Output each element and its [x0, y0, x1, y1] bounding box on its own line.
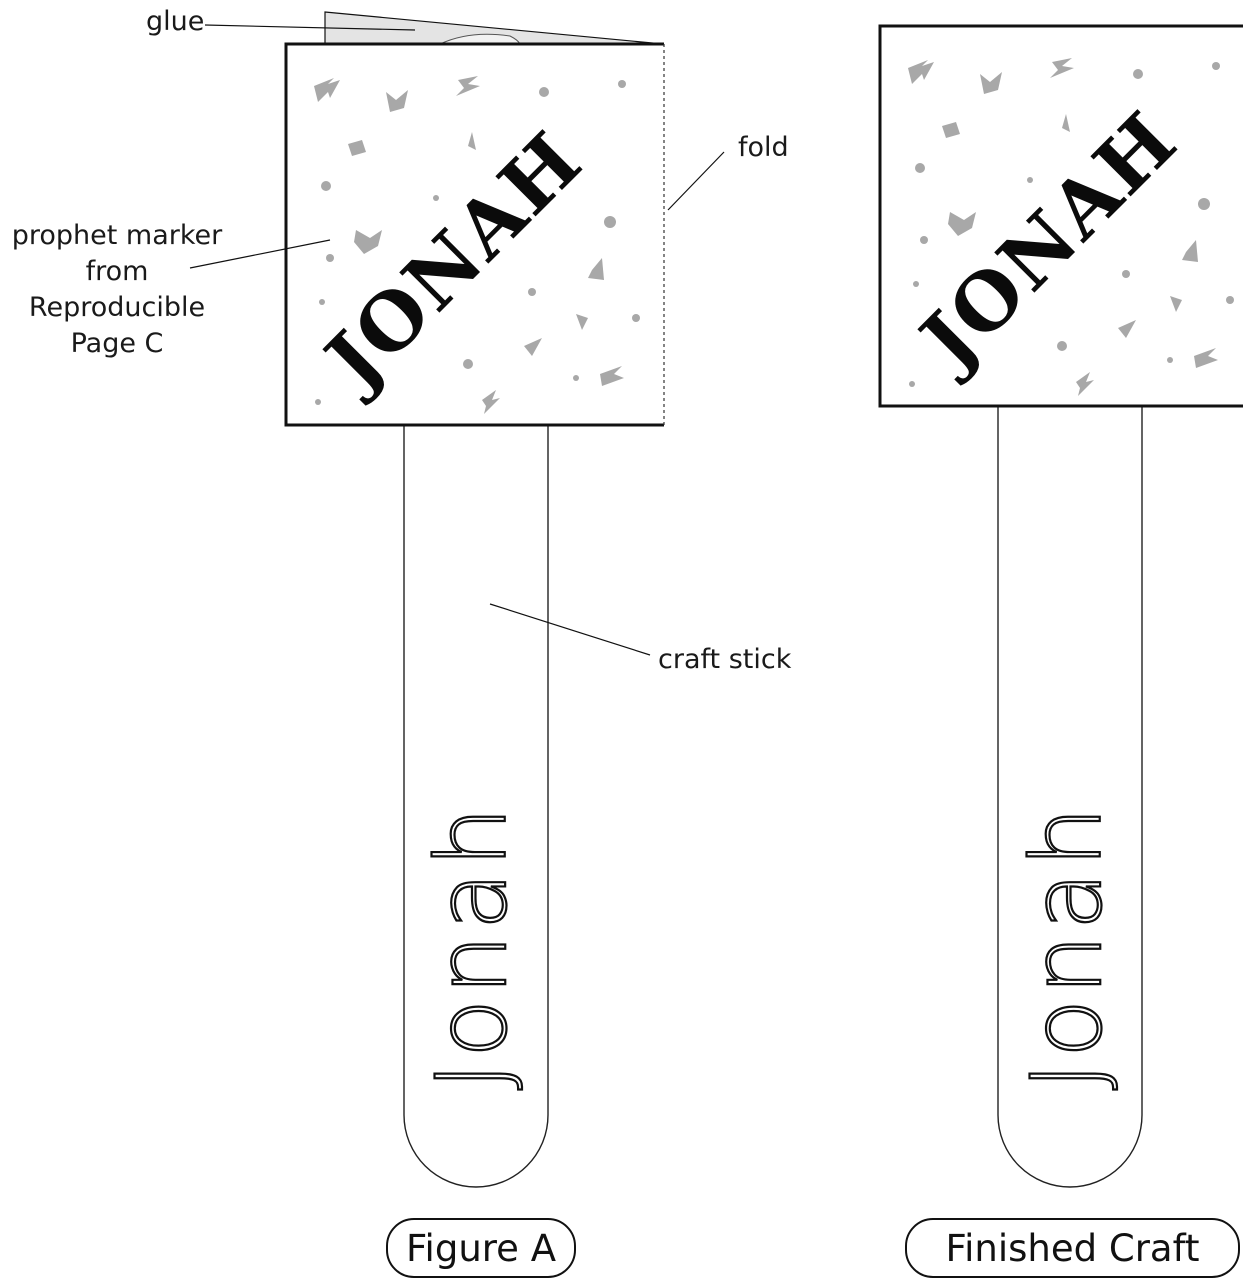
glue-label: glue: [146, 6, 205, 37]
finished-craft: JONAH Jonah: [878, 24, 1243, 1188]
prophet-marker-label-line2: from: [85, 256, 149, 287]
prophet-marker-label-line4: Page C: [70, 328, 164, 359]
stick-leader: [489, 603, 651, 656]
fold-leader: [667, 151, 725, 211]
craft-stick-a: [403, 426, 549, 1188]
glue-leader: [204, 24, 416, 31]
prophet-marker-a: [286, 44, 664, 425]
prophet-marker-label-line1: prophet marker: [11, 220, 223, 251]
fold-label: fold: [738, 132, 789, 163]
glue-blob: [439, 33, 521, 45]
marker-leader: [189, 239, 331, 269]
craft-stick-finished: [997, 406, 1143, 1188]
stick-name-finished: Jonah: [1011, 802, 1123, 1090]
prophet-marker-label: prophet marker from Reproducible Page C: [4, 218, 230, 362]
prophet-marker-label-line3: Reproducible: [28, 292, 206, 323]
stick-name-a: Jonah: [416, 802, 528, 1090]
figure-a-caption: Figure A: [386, 1218, 576, 1278]
figure-a: JONAH Jonah: [189, 11, 725, 1188]
craft-stick-label: craft stick: [658, 644, 792, 675]
finished-craft-caption: Finished Craft: [905, 1218, 1240, 1278]
